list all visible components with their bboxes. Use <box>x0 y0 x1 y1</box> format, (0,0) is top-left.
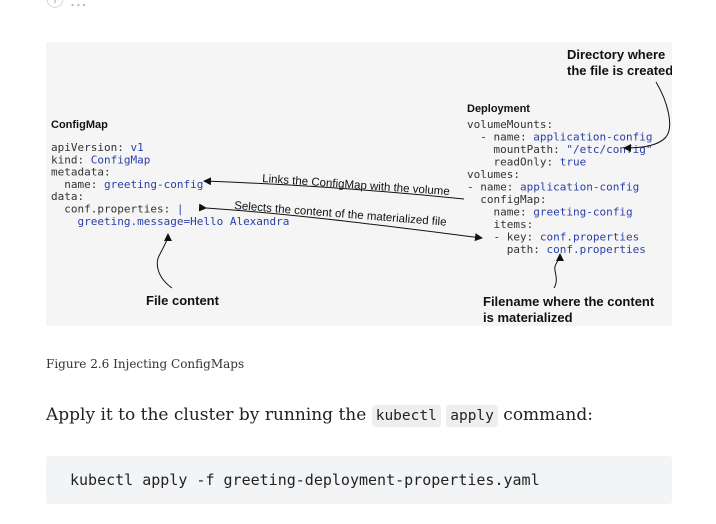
deployment-code-line: name: greeting-config <box>467 206 633 219</box>
code-block: kubectl apply -f greeting-deployment-pro… <box>46 456 672 504</box>
code-block-text: kubectl apply -f greeting-deployment-pro… <box>70 471 540 489</box>
file-content-arrow <box>156 233 173 289</box>
deployment-code-line: items: <box>467 218 533 231</box>
deployment-code-line: volumes: <box>467 168 520 181</box>
configmap-code-line: data: <box>51 190 84 203</box>
directory-callout-line2: the file is created <box>567 63 672 78</box>
directory-callout-arrow <box>623 81 671 152</box>
partial-heading: ⓘ ... <box>46 0 87 11</box>
inline-code-apply: apply <box>446 405 498 427</box>
configmap-title: ConfigMap <box>51 119 108 131</box>
configmap-code-line: metadata: <box>51 166 111 179</box>
selects-arrow <box>198 203 483 242</box>
deployment-code-line: - name: application-config <box>467 181 639 194</box>
deployment-code-line: - name: application-config <box>467 131 652 144</box>
file-content-callout: File content <box>146 293 220 308</box>
directory-callout-line1: Directory where <box>567 47 665 62</box>
configmap-code-line: conf.properties: | <box>51 203 183 216</box>
deployment-code-line: volumeMounts: <box>467 118 553 131</box>
deployment-code-line: mountPath: "/etc/config" <box>467 143 652 156</box>
configmap-code-line: apiVersion: v1 <box>51 141 144 154</box>
inline-code-kubectl: kubectl <box>371 405 441 427</box>
deployment-code: volumeMounts: - name: application-config… <box>467 118 652 256</box>
configmap-code-line: greeting.message=Hello Alexandra <box>51 215 289 228</box>
deployment-code-line: - key: conf.properties <box>467 231 639 244</box>
configmap-code-line: name: greeting-config <box>51 178 203 191</box>
filename-callout-line2: is materialized <box>483 310 573 325</box>
paragraph-text-before: Apply it to the cluster by running the <box>46 405 372 425</box>
deployment-title: Deployment <box>467 103 530 115</box>
configmap-code-line: kind: ConfigMap <box>51 153 150 166</box>
filename-callout-line1: Filename where the content <box>483 294 655 309</box>
deployment-code-line: path: conf.properties <box>467 243 646 256</box>
paragraph-text-after: command: <box>497 405 593 425</box>
filename-arrow <box>553 253 564 289</box>
paragraph: Apply it to the cluster by running the k… <box>46 405 593 427</box>
deployment-code-line: configMap: <box>467 193 546 206</box>
links-arrow <box>203 177 465 200</box>
figure-caption: Figure 2.6 Injecting ConfigMaps <box>46 357 245 371</box>
links-arrow-label: Links the ConfigMap with the volume <box>262 173 450 198</box>
deployment-code-line: readOnly: true <box>467 156 586 169</box>
